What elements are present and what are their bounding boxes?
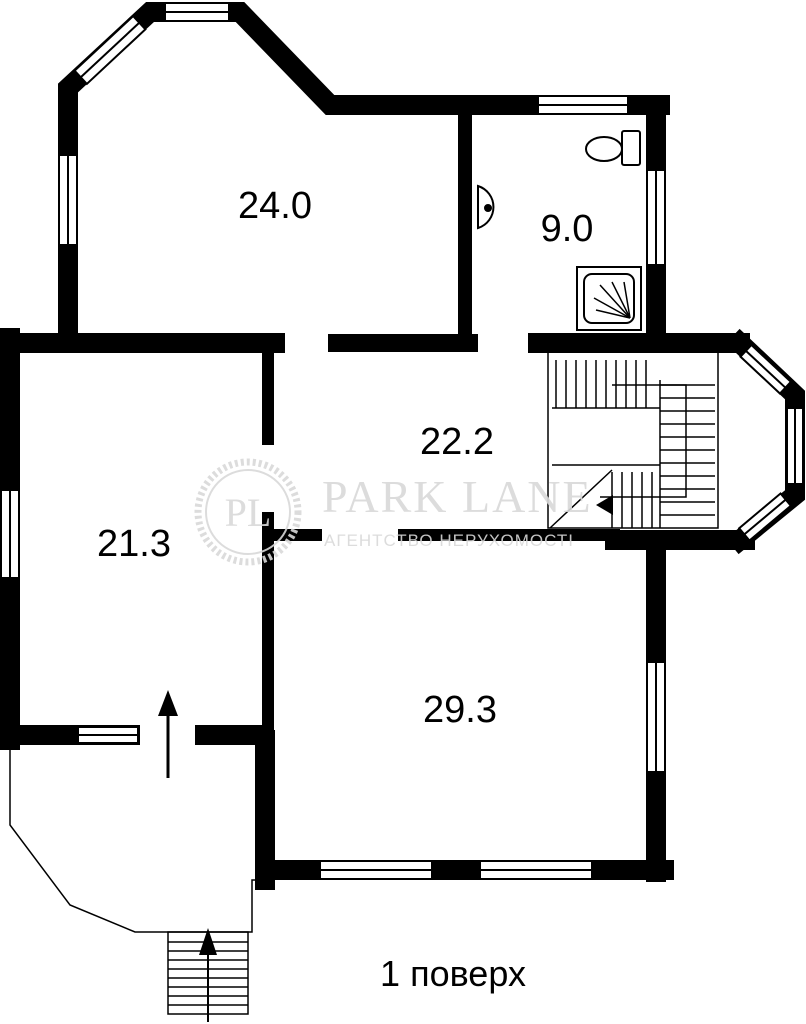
room-area-label: 22.2	[420, 421, 494, 463]
watermark-title: PARK LANE	[322, 471, 593, 522]
window	[786, 407, 804, 485]
watermark-subtitle: АГЕНТСТВО НЕРУХОМОСТІ	[324, 531, 574, 550]
window	[537, 95, 629, 115]
room-area-label: 29.3	[423, 689, 497, 731]
room-area-label: 24.0	[238, 185, 312, 227]
room-area-label: 21.3	[97, 523, 171, 565]
entrance-stairs-arrow	[199, 928, 217, 955]
window	[58, 154, 78, 246]
walls	[0, 2, 805, 890]
windows	[0, 2, 804, 880]
window	[646, 661, 666, 773]
window	[737, 492, 793, 542]
window	[646, 169, 666, 266]
shower-tray-icon	[576, 266, 642, 331]
watermark-logo-ring	[194, 458, 302, 566]
interior-staircase	[547, 351, 719, 529]
sink-icon	[477, 184, 495, 230]
watermark-logo: PL	[225, 490, 272, 535]
window	[319, 860, 433, 880]
window	[164, 2, 230, 22]
porch	[9, 745, 265, 933]
interior-walls	[10, 112, 620, 745]
entry-arrow-head	[158, 690, 178, 716]
toilet-icon	[585, 130, 641, 166]
room-area-label: 9.0	[541, 208, 594, 250]
stair-direction-arrow	[596, 495, 613, 515]
window	[739, 343, 793, 395]
window	[0, 489, 20, 579]
window	[77, 726, 139, 744]
window	[73, 14, 147, 86]
watermark: PL PARK LANE АГЕНТСТВО НЕРУХОМОСТІ	[194, 458, 593, 566]
window	[479, 860, 593, 880]
floor-label: 1 поверх	[380, 953, 526, 994]
